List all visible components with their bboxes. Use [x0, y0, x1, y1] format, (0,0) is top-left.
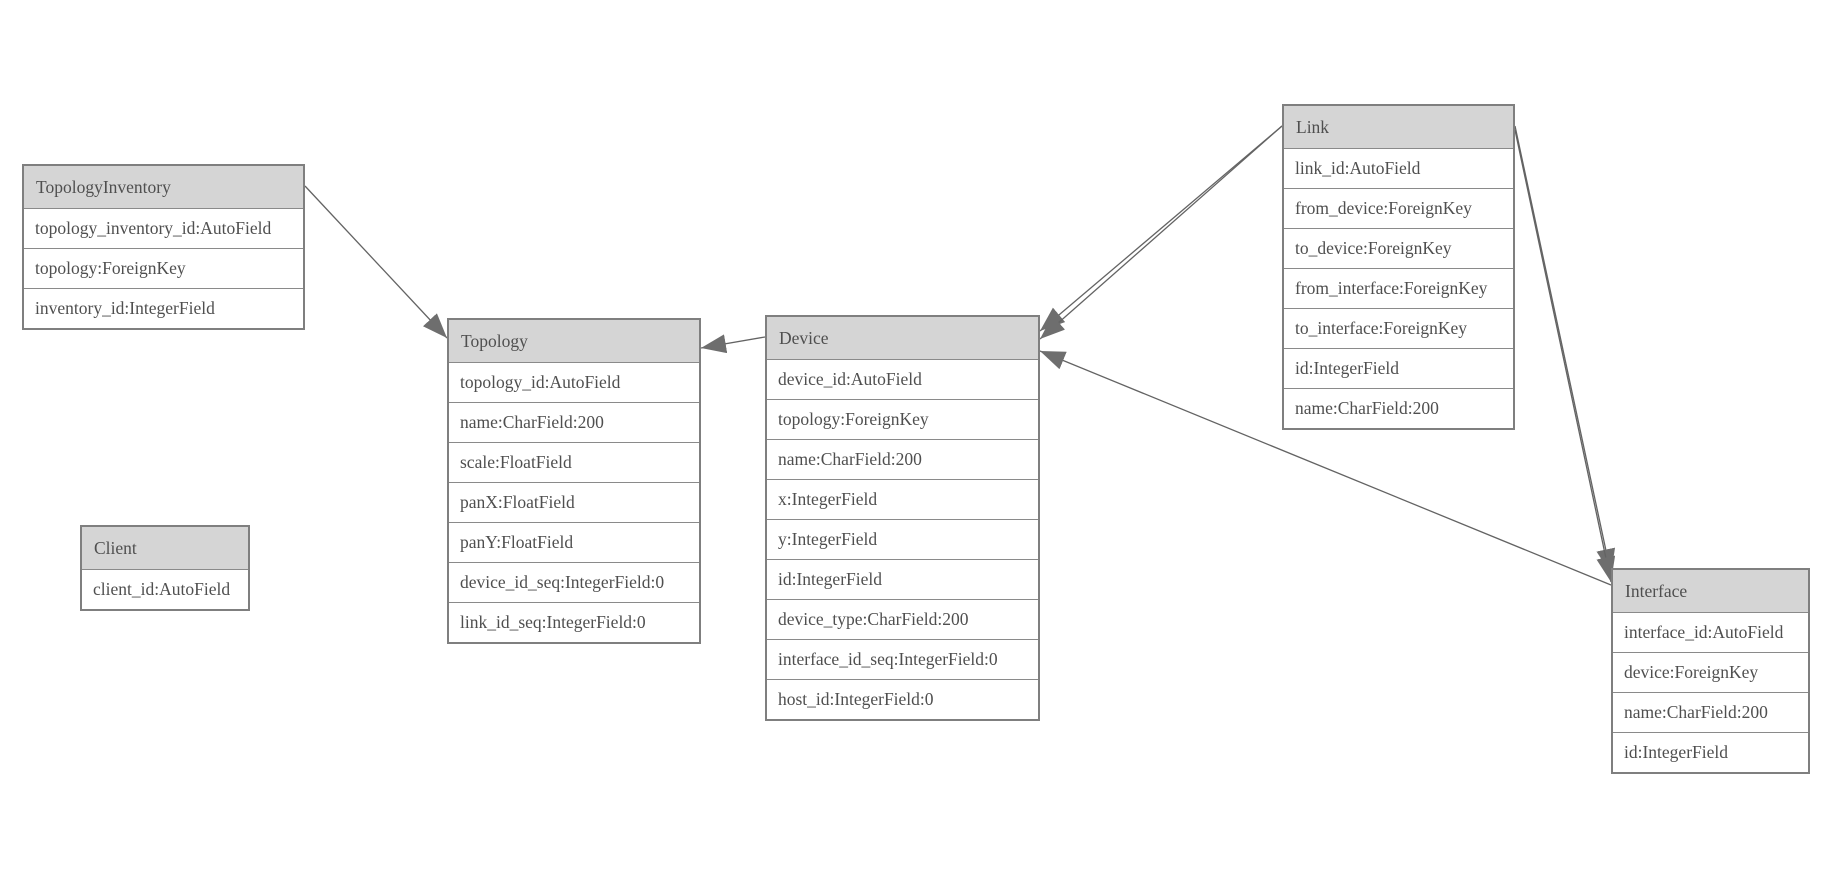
entity-title: Client [82, 527, 248, 569]
entity-field-row: topology:ForeignKey [24, 248, 303, 288]
entity-field-row: name:CharField:200 [449, 402, 699, 442]
entity-title: Topology [449, 320, 699, 362]
entity-title: Link [1284, 106, 1513, 148]
entity-field-row: interface_id:AutoField [1613, 612, 1808, 652]
entity-field-row: panY:FloatField [449, 522, 699, 562]
relation-line-interface-device-to-device [1039, 350, 1612, 586]
entity-field-row: panX:FloatField [449, 482, 699, 522]
entity-field-row: to_device:ForeignKey [1284, 228, 1513, 268]
entity-field-row: id:IntegerField [767, 559, 1038, 599]
entity-field-row: from_interface:ForeignKey [1284, 268, 1513, 308]
entity-field-row: device_type:CharField:200 [767, 599, 1038, 639]
entity-field-row: link_id_seq:IntegerField:0 [449, 602, 699, 642]
entity-field-row: to_interface:ForeignKey [1284, 308, 1513, 348]
entity-field-row: host_id:IntegerField:0 [767, 679, 1038, 719]
entity-field-row: id:IntegerField [1613, 732, 1808, 772]
entity-field-row: topology_inventory_id:AutoField [24, 208, 303, 248]
entity-field-row: name:CharField:200 [1613, 692, 1808, 732]
entity-field-row: x:IntegerField [767, 479, 1038, 519]
entity-field-row: id:IntegerField [1284, 348, 1513, 388]
entity-title: Device [767, 317, 1038, 359]
entity-field-row: client_id:AutoField [82, 569, 248, 609]
entity-title: TopologyInventory [24, 166, 303, 208]
entity-field-row: y:IntegerField [767, 519, 1038, 559]
entity-field-row: scale:FloatField [449, 442, 699, 482]
entity-field-row: topology_id:AutoField [449, 362, 699, 402]
entity-field-row: device_id:AutoField [767, 359, 1038, 399]
relation-line-topologyinventory-topology-to-topology [304, 185, 448, 339]
entity-field-row: from_device:ForeignKey [1284, 188, 1513, 228]
entity-field-row: link_id:AutoField [1284, 148, 1513, 188]
entity-field-row: device_id_seq:IntegerField:0 [449, 562, 699, 602]
entity-field-row: name:CharField:200 [1284, 388, 1513, 428]
entity-field-row: interface_id_seq:IntegerField:0 [767, 639, 1038, 679]
entity-title: Interface [1613, 570, 1808, 612]
entity-field-row: topology:ForeignKey [767, 399, 1038, 439]
entity-field-row: name:CharField:200 [767, 439, 1038, 479]
relation-line-link-from_interface-to-interface [1514, 125, 1616, 575]
relation-line-link-to_device-to-device [1039, 125, 1283, 340]
relation-lines [304, 125, 1616, 586]
entity-field-row: inventory_id:IntegerField [24, 288, 303, 328]
relation-line-link-to_interface-to-interface [1514, 129, 1616, 583]
relation-line-device-topology-to-topology [700, 334, 766, 354]
entity-field-row: device:ForeignKey [1613, 652, 1808, 692]
relation-line-link-from_device-to-device [1039, 125, 1283, 332]
